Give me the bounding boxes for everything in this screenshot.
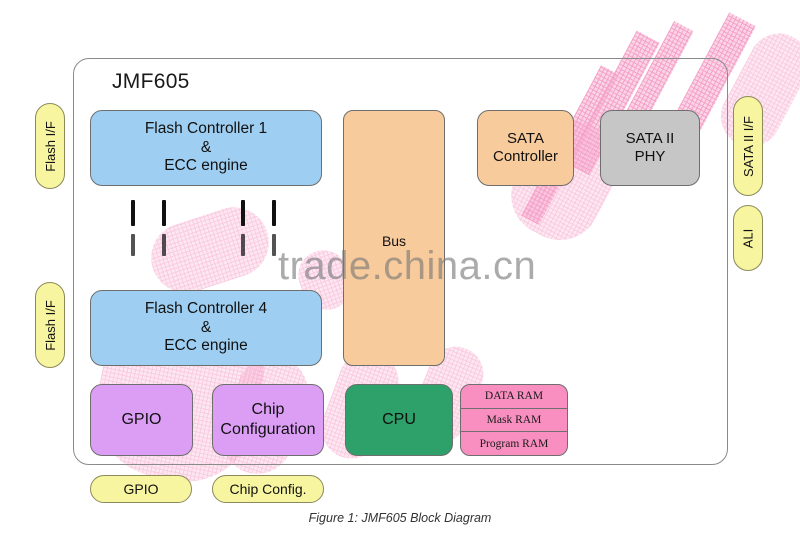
block-flash-controller-4[interactable]: Flash Controller 4 & ECC engine bbox=[90, 290, 322, 366]
cpu-label: CPU bbox=[382, 411, 416, 429]
gpio-label: GPIO bbox=[121, 411, 162, 429]
ellipsis-dash bbox=[131, 200, 135, 226]
flash-controller-4-line1: Flash Controller 4 bbox=[144, 299, 268, 317]
interface-pill-label: Flash I/F bbox=[42, 299, 58, 351]
ellipsis-dash bbox=[241, 200, 245, 226]
interface-pill-label: ALI bbox=[740, 228, 756, 248]
block-label-group: SATA II PHY bbox=[626, 130, 675, 167]
block-label-group: SATA Controller bbox=[493, 130, 558, 167]
sata-phy-line2: PHY bbox=[634, 148, 666, 165]
block-sata-ii-phy[interactable]: SATA II PHY bbox=[600, 110, 700, 186]
ram-row-data: DATA RAM bbox=[461, 385, 567, 409]
ellipsis-dash bbox=[241, 234, 245, 256]
interface-pill-label: SATA II I/F bbox=[740, 115, 756, 177]
ellipsis-dash bbox=[131, 234, 135, 256]
chip-config-line2: Configuration bbox=[220, 421, 316, 438]
chip-boundary bbox=[73, 58, 728, 465]
interface-pill-flash-if-top[interactable]: Flash I/F bbox=[35, 103, 65, 189]
flash-controller-4-line2: & bbox=[200, 318, 212, 336]
interface-pill-label: Chip Config. bbox=[229, 481, 307, 497]
block-label-group: Flash Controller 1 & ECC engine bbox=[145, 120, 267, 177]
flash-controller-1-line3: ECC engine bbox=[164, 157, 248, 175]
ellipsis-dash bbox=[162, 200, 166, 226]
interface-pill-ali[interactable]: ALI bbox=[733, 205, 763, 271]
sata-phy-line1: SATA II bbox=[625, 129, 675, 147]
chip-title: JMF605 bbox=[112, 70, 190, 93]
flash-controller-1-line2: & bbox=[200, 138, 212, 156]
interface-pill-chip-config[interactable]: Chip Config. bbox=[212, 475, 324, 503]
flash-controller-1-line1: Flash Controller 1 bbox=[144, 119, 268, 137]
block-bus[interactable]: Bus bbox=[343, 110, 445, 366]
block-sata-controller[interactable]: SATA Controller bbox=[477, 110, 574, 186]
sata-controller-line2: Controller bbox=[492, 148, 559, 165]
interface-pill-label: Flash I/F bbox=[42, 120, 58, 172]
flash-controller-4-line3: ECC engine bbox=[164, 337, 248, 355]
block-cpu[interactable]: CPU bbox=[345, 384, 453, 456]
ellipsis-dash bbox=[272, 234, 276, 256]
interface-pill-label: GPIO bbox=[123, 481, 159, 497]
block-ram-stack[interactable]: DATA RAM Mask RAM Program RAM bbox=[460, 384, 568, 456]
sata-controller-line1: SATA bbox=[507, 129, 544, 147]
ellipsis-dash bbox=[162, 234, 166, 256]
block-label-group: Flash Controller 4 & ECC engine bbox=[145, 300, 267, 357]
block-label-group: Chip Configuration bbox=[220, 400, 315, 439]
block-gpio[interactable]: GPIO bbox=[90, 384, 193, 456]
interface-pill-sata-ii-if[interactable]: SATA II I/F bbox=[733, 96, 763, 196]
figure-caption: Figure 1: JMF605 Block Diagram bbox=[308, 511, 492, 525]
ram-row-mask: Mask RAM bbox=[461, 409, 567, 433]
interface-pill-gpio[interactable]: GPIO bbox=[90, 475, 192, 503]
chip-config-line1: Chip bbox=[251, 401, 285, 419]
block-chip-configuration[interactable]: Chip Configuration bbox=[212, 384, 324, 456]
block-flash-controller-1[interactable]: Flash Controller 1 & ECC engine bbox=[90, 110, 322, 186]
bus-label: Bus bbox=[381, 233, 407, 249]
interface-pill-flash-if-bottom[interactable]: Flash I/F bbox=[35, 282, 65, 368]
ellipsis-dash bbox=[272, 200, 276, 226]
ram-row-program: Program RAM bbox=[479, 437, 549, 450]
